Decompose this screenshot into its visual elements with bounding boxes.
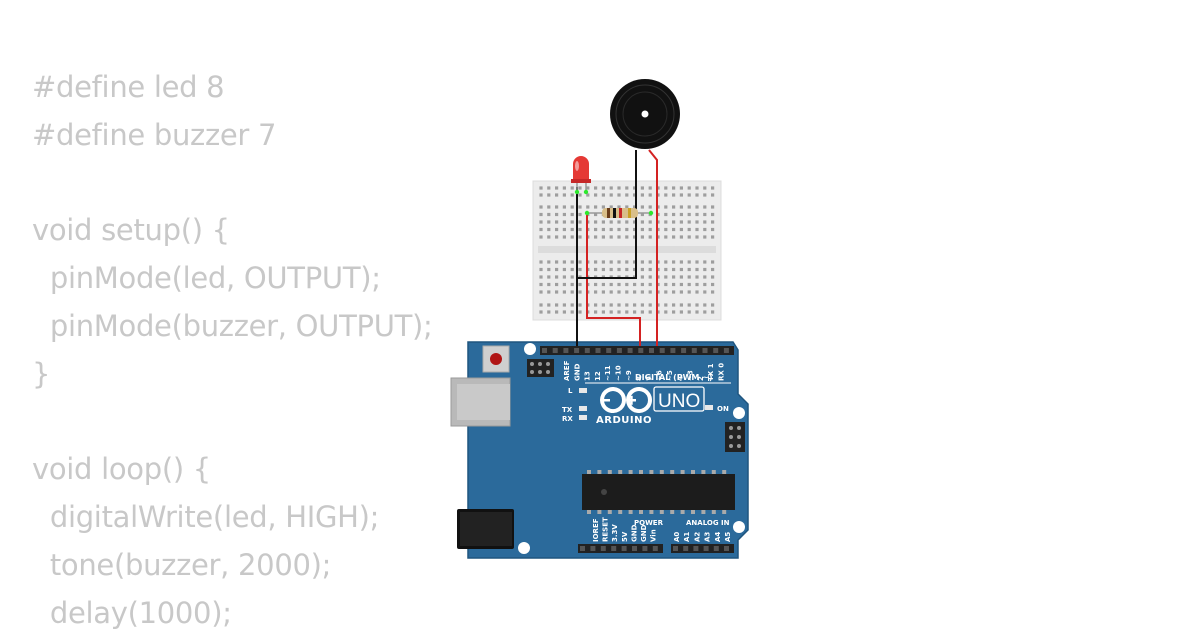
- code-line: tone(buzzer, 2000);: [32, 547, 332, 582]
- icsp-header-top: [527, 359, 554, 377]
- code-line: delay(1000);: [32, 595, 232, 630]
- code-line: pinMode(buzzer, OUTPUT);: [32, 308, 433, 343]
- code-line: void loop() {: [32, 452, 211, 487]
- icsp-header-right: [725, 422, 745, 452]
- power-label: POWER: [634, 519, 664, 527]
- tx-led-label: TX: [562, 406, 573, 414]
- on-led-label: ON: [717, 405, 729, 413]
- analog-pin-label: A0: [673, 532, 681, 542]
- arduino-infinity-logo: [600, 387, 652, 414]
- wires: [576, 149, 658, 346]
- power-pin-label: 5V: [621, 531, 629, 542]
- digital-pin-label: ~10: [615, 365, 623, 381]
- resistor: [584, 208, 654, 218]
- uno-model: UNO: [658, 391, 700, 412]
- digital-pin-label: AREF: [563, 360, 571, 381]
- digital-pin-label: 2: [697, 376, 705, 381]
- digital-pin-label: ~3: [687, 370, 695, 381]
- analog-pin-label: A4: [714, 532, 722, 542]
- digital-pin-header: [540, 346, 734, 355]
- digital-pin-label: ~6: [656, 370, 664, 381]
- reset-button-cap[interactable]: [490, 353, 502, 365]
- red-led: [571, 156, 591, 195]
- code-line: #define buzzer 7: [32, 117, 277, 152]
- arduino-brand: ARDUINO: [596, 415, 652, 426]
- digital-header-label: DIGITAL (PWM ~): [635, 373, 713, 382]
- code-line: #define led 8: [32, 70, 225, 104]
- power-pin-header: [578, 544, 663, 553]
- digital-pin-label: 8: [635, 376, 643, 381]
- uno-badge: [653, 386, 705, 412]
- digital-pin-label: 13: [584, 371, 592, 381]
- tx-led: [579, 406, 587, 411]
- l-led: [579, 388, 587, 393]
- digital-pin-label: TX 1: [707, 363, 715, 381]
- digital-pin-label: 7: [645, 376, 653, 381]
- code-line: }: [32, 356, 51, 391]
- digital-pin-label: 4: [676, 376, 684, 381]
- analog-pin-label: A5: [724, 532, 732, 542]
- code-line: pinMode(led, OUTPUT);: [32, 261, 381, 296]
- buzzer-gnd-wire: [577, 150, 637, 279]
- mounting-hole: [518, 542, 530, 554]
- digital-pin-label: 12: [594, 371, 602, 381]
- on-led: [705, 405, 713, 410]
- analog-pin-header: [671, 544, 734, 553]
- code-line: void setup() {: [32, 213, 230, 248]
- analog-pin-label: A2: [693, 532, 701, 542]
- rx-led: [579, 415, 587, 420]
- digital-pin-label: GND: [573, 363, 581, 381]
- digital-pin-label: ~5: [666, 370, 674, 381]
- mounting-hole: [524, 343, 536, 355]
- digital-pin-label: RX 0: [718, 363, 726, 381]
- digital-pin-label: ~9: [625, 370, 633, 381]
- analog-pin-label: A3: [704, 532, 712, 542]
- microcontroller-chip: [582, 470, 735, 514]
- code-line: digitalWrite(led, HIGH);: [32, 500, 380, 535]
- power-pin-label: 3.3V: [611, 524, 619, 542]
- power-pin-label: RESET: [602, 517, 610, 542]
- power-pin-label: Vin: [650, 529, 658, 542]
- code-editor[interactable]: #define led 8 #define buzzer 7 void setup…: [32, 64, 433, 638]
- breadboard: [532, 180, 722, 321]
- rx-led-label: RX: [562, 415, 573, 423]
- analog-in-label: ANALOG IN: [686, 519, 730, 527]
- piezo-buzzer: [610, 79, 680, 149]
- pin7-wire: [648, 149, 658, 346]
- mounting-hole: [733, 521, 745, 533]
- analog-pin-label: A1: [683, 532, 691, 542]
- power-pin-label: GND: [630, 524, 638, 542]
- l-led-label: L: [568, 387, 573, 395]
- power-pin-label: IOREF: [592, 518, 600, 542]
- pin8-wire: [586, 213, 641, 346]
- reset-button[interactable]: [482, 345, 510, 373]
- digital-pin-label: ~11: [604, 365, 612, 381]
- mounting-hole: [733, 407, 745, 419]
- power-pin-label: GND: [640, 524, 648, 542]
